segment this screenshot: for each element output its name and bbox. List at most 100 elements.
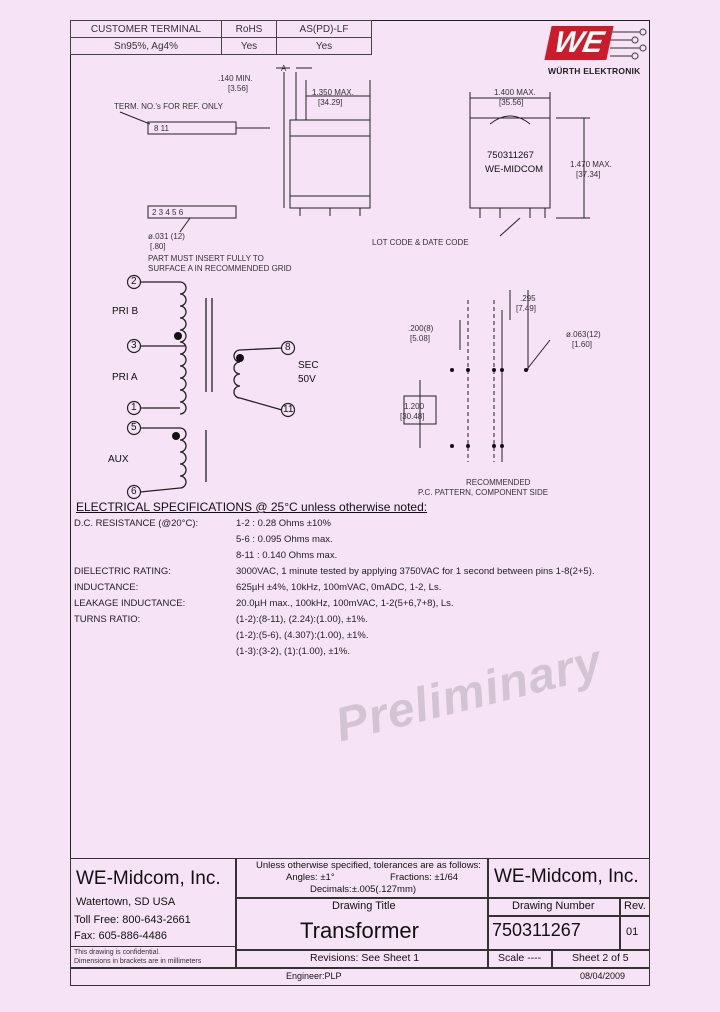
dim-031-mm-label: [.80] <box>150 242 166 251</box>
pins-top-label: 8 11 <box>154 124 169 133</box>
drawing-number-label: Drawing Number <box>512 900 595 912</box>
title-block-dwg-number-label <box>488 898 620 916</box>
specs-heading: ELECTRICAL SPECIFICATIONS @ 25°C unless … <box>76 500 428 514</box>
aux-label: AUX <box>108 454 129 465</box>
spec-label: LEAKAGE INDUCTANCE: <box>74 598 186 609</box>
title-block-rev <box>620 916 650 950</box>
spec-value: (1-2):(8-11), (2.24):(1.00), ±1%. <box>236 614 368 625</box>
spec-label: DIELECTRIC RATING: <box>74 566 171 577</box>
company-name: WE-Midcom, Inc. <box>76 868 221 889</box>
spec-label: INDUCTANCE: <box>74 582 139 593</box>
pin-5-label: 5 <box>131 422 137 433</box>
dim-063-label: ø.063(12) <box>566 330 601 339</box>
spec-value: 1-2 : 0.28 Ohms ±10% <box>236 518 331 529</box>
wurth-logo: WE WÜRTH ELEKTRONIK <box>544 26 648 78</box>
logo-name: WÜRTH ELEKTRONIK <box>548 66 641 76</box>
mechanical-drawing <box>119 67 590 237</box>
dim-1200-label: 1.200 <box>404 402 425 411</box>
table-cell: Yes <box>276 37 372 55</box>
pcb-caption-2: P.C. PATTERN, COMPONENT SIDE <box>418 488 549 497</box>
rev-value: 01 <box>626 926 639 938</box>
title-block-tolerances <box>236 858 488 898</box>
spec-label: TURNS RATIO: <box>74 614 141 625</box>
drawing-date: 08/04/2009 <box>580 971 626 981</box>
dim-1350-label: 1.350 MAX. <box>312 88 354 97</box>
dim-1200-mm-label: [30.48] <box>400 412 425 421</box>
logo-circuit-icon <box>610 28 647 60</box>
title-block-footer <box>70 968 650 986</box>
lot-code-note: LOT CODE & DATE CODE <box>372 238 469 247</box>
dim-200-mm-label: [5.08] <box>410 334 431 343</box>
confidential-note-1: This drawing is confidential. <box>74 949 160 956</box>
terminal-finish-table: CUSTOMER TERMINAL RoHS AS(PD)-LF Sn95%, … <box>70 20 372 55</box>
tolerance-fractions: Fractions: ±1/64 <box>390 872 459 883</box>
spec-value: 20.0µH max., 100kHz, 100mVAC, 1-2(5+6,7+… <box>236 598 454 609</box>
tolerance-angles: Angles: ±1° <box>286 872 335 883</box>
dim-031-label: ø.031 (12) <box>148 232 185 241</box>
pin-2-label: 2 <box>131 276 137 287</box>
sec-label: SEC <box>298 360 319 371</box>
dim-1400-mm-label: [35.56] <box>499 98 524 107</box>
term-note: TERM. NO.'s FOR REF. ONLY <box>114 102 223 111</box>
dim-200-label: .200(8) <box>408 324 434 333</box>
title-block-revisions <box>236 950 488 968</box>
tolerance-decimals: Decimals:±.005(.127mm) <box>310 884 417 895</box>
title-block-drawing-title <box>236 898 488 950</box>
dim-a-label: A <box>281 64 287 73</box>
drawing-title-label: Drawing Title <box>332 900 396 912</box>
pin-11-label: 11 <box>283 404 294 415</box>
pin-1-label: 1 <box>131 402 137 413</box>
pin-8-label: 8 <box>285 342 291 353</box>
title-block-dwg-number <box>488 916 620 950</box>
pri-a-label: PRI A <box>112 372 138 383</box>
pin-3-label: 3 <box>131 340 137 351</box>
tolerance-note: Unless otherwise specified, tolerances a… <box>256 860 481 871</box>
insert-note-2: SURFACE A IN RECOMMENDED GRID <box>148 264 292 273</box>
part-number-marking: 750311267 <box>487 150 534 161</box>
company-name-right: WE-Midcom, Inc. <box>494 866 639 887</box>
drawing-title: Transformer <box>300 918 419 943</box>
title-block-confidential <box>70 946 236 968</box>
pins-bottom-label: 2 3 4 5 6 <box>152 208 184 217</box>
title-block-sheet <box>552 950 650 968</box>
spec-value: 5-6 : 0.095 Ohms max. <box>236 534 333 545</box>
revisions-note: Revisions: See Sheet 1 <box>310 952 420 964</box>
transformer-schematic <box>126 274 296 500</box>
title-block-scale <box>488 950 552 968</box>
spec-label: D.C. RESISTANCE (@20°C): <box>74 518 199 529</box>
sheet-number: Sheet 2 of 5 <box>572 952 629 964</box>
pcb-pattern <box>403 290 551 462</box>
spec-value: (1-3):(3-2), (1):(1.00), ±1%. <box>236 646 350 657</box>
pcb-caption-1: RECOMMENDED <box>466 478 531 487</box>
title-block-company-right <box>488 858 650 898</box>
spec-value: 625µH ±4%, 10kHz, 100mVAC, 0mADC, 1-2, L… <box>236 582 442 593</box>
confidential-note-2: Dimensions in brackets are in millimeter… <box>74 958 202 965</box>
part-brand-marking: WE-MIDCOM <box>485 164 544 175</box>
drawing-number: 750311267 <box>492 920 581 940</box>
dim-295-label: .295 <box>520 294 536 303</box>
dim-1470-label: 1.470 MAX. <box>570 160 612 169</box>
toll-free: Toll Free: 800-643-2661 <box>74 914 191 926</box>
rev-label: Rev. <box>624 900 646 912</box>
engineer: Engineer:PLP <box>286 971 342 981</box>
dim-140-mm-label: [3.56] <box>228 84 249 93</box>
sec-voltage-label: 50V <box>298 374 316 385</box>
dim-295-mm-label: [7.49] <box>516 304 537 313</box>
spec-value: 3000VAC, 1 minute tested by applying 375… <box>236 566 595 577</box>
dim-063-mm-label: [1.60] <box>572 340 593 349</box>
dim-1400-label: 1.400 MAX. <box>494 88 536 97</box>
dim-140-label: .140 MIN. <box>218 74 253 83</box>
pin-6-label: 6 <box>131 486 137 497</box>
insert-note-1: PART MUST INSERT FULLY TO <box>148 254 264 263</box>
dim-1470-mm-label: [37.34] <box>576 170 601 179</box>
company-city: Watertown, SD USA <box>76 896 176 908</box>
fax: Fax: 605-886-4486 <box>74 930 167 942</box>
title-block-rev-label <box>620 898 650 916</box>
table-cell: Yes <box>221 37 277 55</box>
dim-1350-mm-label: [34.29] <box>318 98 343 107</box>
spec-value: 8-11 : 0.140 Ohms max. <box>236 550 338 561</box>
spec-value: (1-2):(5-6), (4.307):(1.00), ±1%. <box>236 630 369 641</box>
table-cell: Sn95%, Ag4% <box>70 37 222 55</box>
scale: Scale ---- <box>498 952 542 964</box>
pri-b-label: PRI B <box>112 306 139 317</box>
